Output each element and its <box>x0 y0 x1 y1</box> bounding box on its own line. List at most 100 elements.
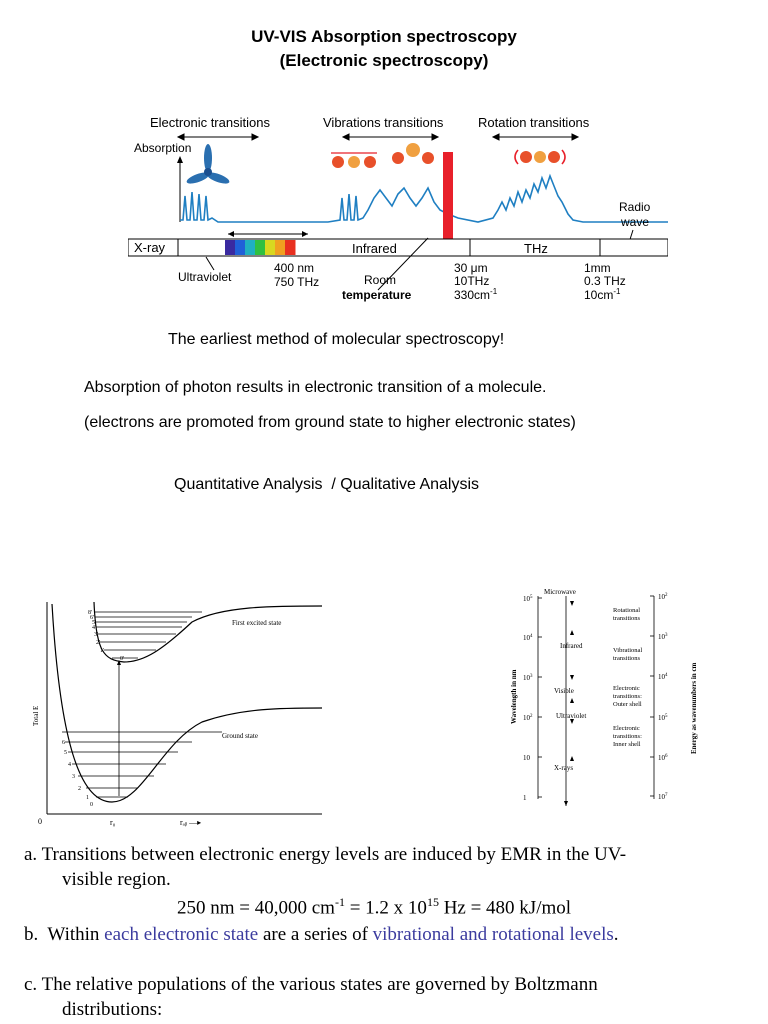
label-400nm: 400 nm <box>274 261 314 275</box>
room-temperature-bar <box>443 152 453 252</box>
equation-line: 250 nm = 40,000 cm-1 = 1.2 x 1015 Hz = 4… <box>177 895 572 919</box>
left-tick-label: 104 <box>523 634 533 642</box>
transition-label: Vibrational <box>613 647 642 654</box>
absorption-text: Absorption of photon results in electron… <box>84 379 547 396</box>
label-electronic-transitions: Electronic transitions <box>150 115 270 130</box>
range-arrows <box>176 133 580 141</box>
infrared-label: Infrared <box>560 642 583 650</box>
total-e-label: Total E <box>32 706 40 726</box>
label-absorption: Absorption <box>134 141 191 155</box>
lower-level-number: 3 <box>72 774 75 780</box>
label-ultraviolet: Ultraviolet <box>178 270 232 284</box>
lower-level-number: 2 <box>78 786 81 792</box>
analysis-text: Quantitative Analysis / Qualitative Anal… <box>174 476 480 493</box>
energy-axis-title: Energy as wavenumbers in cm <box>690 662 698 754</box>
transition-label: transitions <box>613 615 641 622</box>
note-a-line1: a. Transitions between electronic energy… <box>24 844 627 865</box>
spectrum-figure: Electronic transitions Vibrations transi… <box>128 115 668 302</box>
transition-label: transitions <box>613 655 641 662</box>
upper-level-number: 2' <box>96 640 100 646</box>
transition-label: transitions: <box>613 733 642 740</box>
rab-label: rₐᵦ —▸ <box>180 818 201 827</box>
label-330cm: 330cm-1 <box>454 287 498 302</box>
upper-level-number: 5' <box>92 620 96 626</box>
label-03thz: 0.3 THz <box>584 274 626 288</box>
ultraviolet-label: Ultraviolet <box>556 712 586 720</box>
right-tick-label: 102 <box>658 593 668 601</box>
rainbow-segment <box>255 240 266 255</box>
note-c-line2: distributions: <box>62 999 163 1020</box>
label-room: Room <box>364 273 396 287</box>
left-tick-label: 10 <box>523 754 531 762</box>
em-band <box>128 238 668 257</box>
wavelength-axis-title: Wavelength in nm <box>510 669 518 724</box>
upper-level-number: 4' <box>92 625 96 631</box>
rainbow-segment <box>235 240 246 255</box>
transition-label: Inner shell <box>613 741 641 748</box>
left-tick-label: 1 <box>523 794 527 802</box>
lower-level-number: 6 <box>62 740 65 746</box>
visible-rainbow <box>225 240 296 255</box>
label-30um: 30 μm <box>454 261 488 275</box>
label-wave: wave <box>620 215 649 229</box>
right-tick-label: 107 <box>658 793 668 801</box>
microwave-label: Microwave <box>544 588 576 596</box>
absorption-spectrum-trace <box>180 173 668 223</box>
propeller-molecule-icon <box>186 144 230 184</box>
rainbow-segment <box>245 240 256 255</box>
label-infrared: Infrared <box>352 241 397 256</box>
page-title: UV-VIS Absorption spectroscopy <box>251 27 517 46</box>
upper-level-number: 0' <box>120 656 124 662</box>
upper-level-number: 8' <box>88 610 92 616</box>
label-rotation-transitions: Rotation transitions <box>478 115 590 130</box>
vibration-molecule-icon <box>331 143 434 168</box>
label-temperature: temperature <box>342 288 412 302</box>
label-xray: X-ray <box>134 240 166 255</box>
label-radio: Radio <box>619 200 651 214</box>
left-tick-label: 105 <box>523 595 533 603</box>
label-thz: THz <box>524 241 548 256</box>
upper-level-number: 6' <box>90 615 94 621</box>
electrons-promoted-text: (electrons are promoted from ground stat… <box>84 414 576 431</box>
visible-label: Visible <box>554 687 574 695</box>
page-subtitle: (Electronic spectroscopy) <box>279 51 489 70</box>
rainbow-segment <box>265 240 276 255</box>
left-tick-label: 103 <box>523 674 533 682</box>
right-axis-ticks: 102 103 104 105 106 107 <box>650 593 668 801</box>
first-excited-state-label: First excited state <box>232 619 281 627</box>
right-tick-label: 104 <box>658 673 668 681</box>
earliest-method-text: The earliest method of molecular spectro… <box>168 331 505 348</box>
upper-level-number: 3' <box>94 632 98 638</box>
rotation-molecule-icon <box>514 149 566 165</box>
lower-level-number: 0 <box>90 802 93 808</box>
label-1mm: 1mm <box>584 261 611 275</box>
lower-level-number: 1 <box>86 795 89 801</box>
transition-label: Rotational <box>613 607 640 614</box>
right-tick-label: 105 <box>658 714 668 722</box>
upper-level-numbers: 8'6'5'4'3'2'1'0' <box>88 610 124 662</box>
xrays-label: X-rays <box>554 764 573 772</box>
rainbow-segment <box>285 240 296 255</box>
lower-level-number: 4 <box>68 762 71 768</box>
transition-label: Electronic <box>613 685 640 692</box>
left-tick-label: 102 <box>523 714 533 722</box>
note-a-line2: visible region. <box>62 869 171 890</box>
transition-label: transitions: <box>613 693 642 700</box>
ground-state-label: Ground state <box>222 732 258 740</box>
origin-label: 0 <box>38 817 42 826</box>
lower-level-number: 5 <box>64 750 67 756</box>
right-tick-label: 106 <box>658 754 668 762</box>
label-10thz: 10THz <box>454 274 489 288</box>
note-c-line1: c. The relative populations of the vario… <box>24 974 598 995</box>
note-b: b. Within each electronic state are a se… <box>24 924 619 945</box>
r0-label: r₀ <box>110 818 116 827</box>
rainbow-segment <box>225 240 236 255</box>
label-10cm: 10cm-1 <box>584 287 621 302</box>
transition-label: Outer shell <box>613 701 642 708</box>
potential-energy-figure: 0 r₀ rₐᵦ —▸ Total E First excited state … <box>32 601 323 827</box>
transition-label: Electronic <box>613 725 640 732</box>
right-tick-label: 103 <box>658 633 668 641</box>
label-vibrations-transitions: Vibrations transitions <box>323 115 444 130</box>
